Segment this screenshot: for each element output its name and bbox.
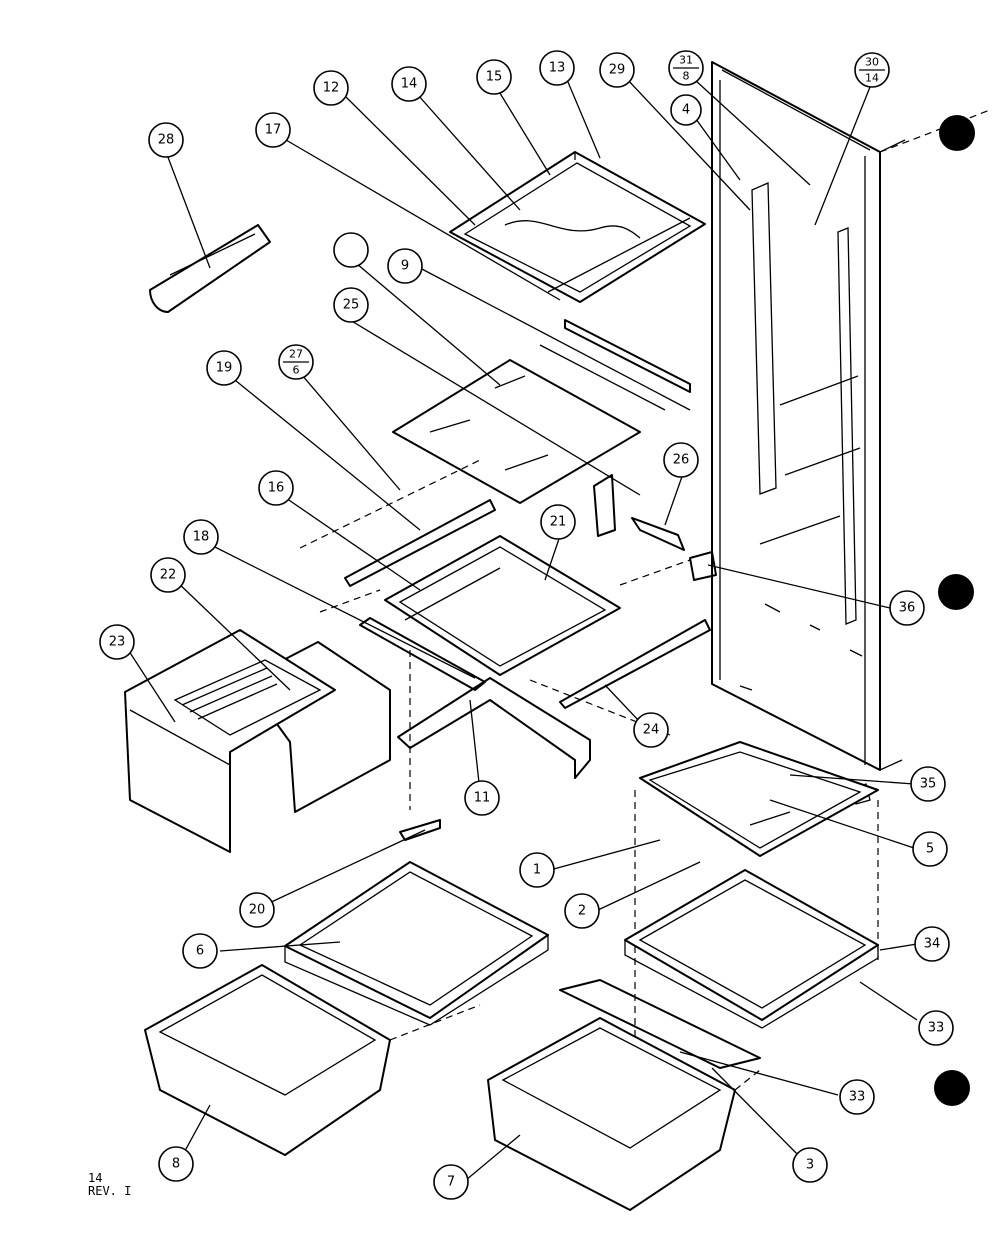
dairy-cover	[149, 224, 271, 313]
right-crisper-cover	[634, 741, 879, 1060]
callout-31-8: 31 8	[668, 50, 704, 86]
svg-text:18: 18	[193, 530, 210, 545]
svg-text:16: 16	[268, 481, 285, 496]
callout-36: 36	[889, 590, 925, 626]
svg-text:34: 34	[924, 937, 941, 952]
svg-text:1: 1	[533, 863, 541, 878]
callout-4: 4	[670, 94, 702, 126]
shelf-brackets	[299, 459, 711, 709]
callout-5: 5	[912, 831, 948, 867]
page-number: 14	[88, 1171, 103, 1185]
svg-text:7: 7	[447, 1175, 455, 1190]
svg-text:28: 28	[158, 133, 175, 148]
callout-16: 16	[258, 470, 294, 506]
left-crisper-drawer	[144, 964, 391, 1156]
svg-text:19: 19	[216, 361, 233, 376]
svg-text:29: 29	[609, 63, 626, 78]
svg-text:36: 36	[899, 601, 916, 616]
registration-mark-bottom	[934, 1070, 970, 1106]
callout-13: 13	[539, 50, 575, 86]
callout-26: 26	[663, 442, 699, 478]
svg-text:31: 31	[679, 54, 693, 67]
svg-text:9: 9	[401, 259, 409, 274]
glass-shelf	[392, 359, 641, 504]
callout-1: 1	[519, 852, 555, 888]
svg-text:24: 24	[643, 723, 660, 738]
right-crisper-shelf	[624, 869, 879, 1029]
svg-text:11: 11	[474, 791, 491, 806]
shelf-rails	[539, 319, 691, 411]
top-shelf-assembly	[449, 151, 706, 303]
svg-text:13: 13	[549, 61, 566, 76]
callout-8: 8	[158, 1146, 194, 1182]
svg-text:6: 6	[293, 364, 300, 377]
svg-text:6: 6	[196, 944, 204, 959]
registration-mark-middle	[938, 574, 974, 610]
page-footer: 14 REV. I	[88, 1172, 131, 1198]
callout-7: 7	[433, 1164, 469, 1200]
callout-12: 12	[313, 70, 349, 106]
revision-label: REV. I	[88, 1184, 132, 1198]
callout-14: 14	[391, 66, 427, 102]
svg-text:33: 33	[849, 1090, 866, 1105]
callout-33-upper: 33	[918, 1010, 954, 1046]
svg-text:21: 21	[550, 515, 567, 530]
svg-text:35: 35	[920, 777, 937, 792]
svg-text:8: 8	[683, 70, 690, 83]
drawer-rail	[399, 819, 441, 841]
svg-text:22: 22	[160, 568, 177, 583]
callout-27-6: 27 6	[278, 344, 314, 380]
svg-text:15: 15	[486, 70, 503, 85]
cabinet-liner	[711, 61, 991, 805]
svg-text:4: 4	[682, 103, 690, 118]
callout-25: 25	[333, 287, 369, 323]
svg-text:2: 2	[578, 904, 586, 919]
callout-22: 22	[150, 557, 186, 593]
callout-2: 2	[564, 893, 600, 929]
callout-21: 21	[540, 504, 576, 540]
callout-23: 23	[99, 624, 135, 660]
svg-text:14: 14	[865, 72, 879, 85]
callout-33-lower: 33	[839, 1079, 875, 1115]
svg-text:3: 3	[806, 1158, 814, 1173]
svg-text:25: 25	[343, 298, 360, 313]
callout-3: 3	[792, 1147, 828, 1183]
svg-text:8: 8	[172, 1157, 180, 1172]
svg-text:20: 20	[249, 903, 266, 918]
svg-text:12: 12	[323, 81, 340, 96]
callout-35: 35	[910, 766, 946, 802]
callout-19: 19	[206, 350, 242, 386]
callout-17: 17	[255, 112, 291, 148]
drawer-rail-lower	[559, 979, 761, 1069]
callout-20: 20	[239, 892, 275, 928]
registration-mark-top	[939, 115, 975, 151]
callout-6: 6	[182, 933, 218, 969]
svg-text:5: 5	[926, 842, 934, 857]
callout-11: 11	[464, 780, 500, 816]
callout-15: 15	[476, 59, 512, 95]
callout-28: 28	[148, 122, 184, 158]
svg-text:23: 23	[109, 635, 126, 650]
callout-blank	[333, 232, 369, 268]
callout-9: 9	[387, 248, 423, 284]
callout-34: 34	[914, 926, 950, 962]
svg-text:27: 27	[289, 348, 303, 361]
crisper-support-frame	[397, 677, 591, 779]
right-crisper-drawer	[487, 1017, 736, 1211]
svg-text:26: 26	[673, 453, 690, 468]
svg-text:33: 33	[928, 1021, 945, 1036]
callout-29: 29	[599, 52, 635, 88]
deli-drawers	[124, 629, 391, 853]
callout-24: 24	[633, 712, 669, 748]
callout-leader-lines	[124, 74, 918, 1181]
callout-30-14: 30 14	[854, 52, 890, 88]
svg-text:30: 30	[865, 56, 879, 69]
crisper-frame	[359, 535, 621, 691]
svg-text:17: 17	[265, 123, 282, 138]
svg-text:14: 14	[401, 77, 418, 92]
side-bracket	[593, 474, 717, 581]
callout-18: 18	[183, 519, 219, 555]
